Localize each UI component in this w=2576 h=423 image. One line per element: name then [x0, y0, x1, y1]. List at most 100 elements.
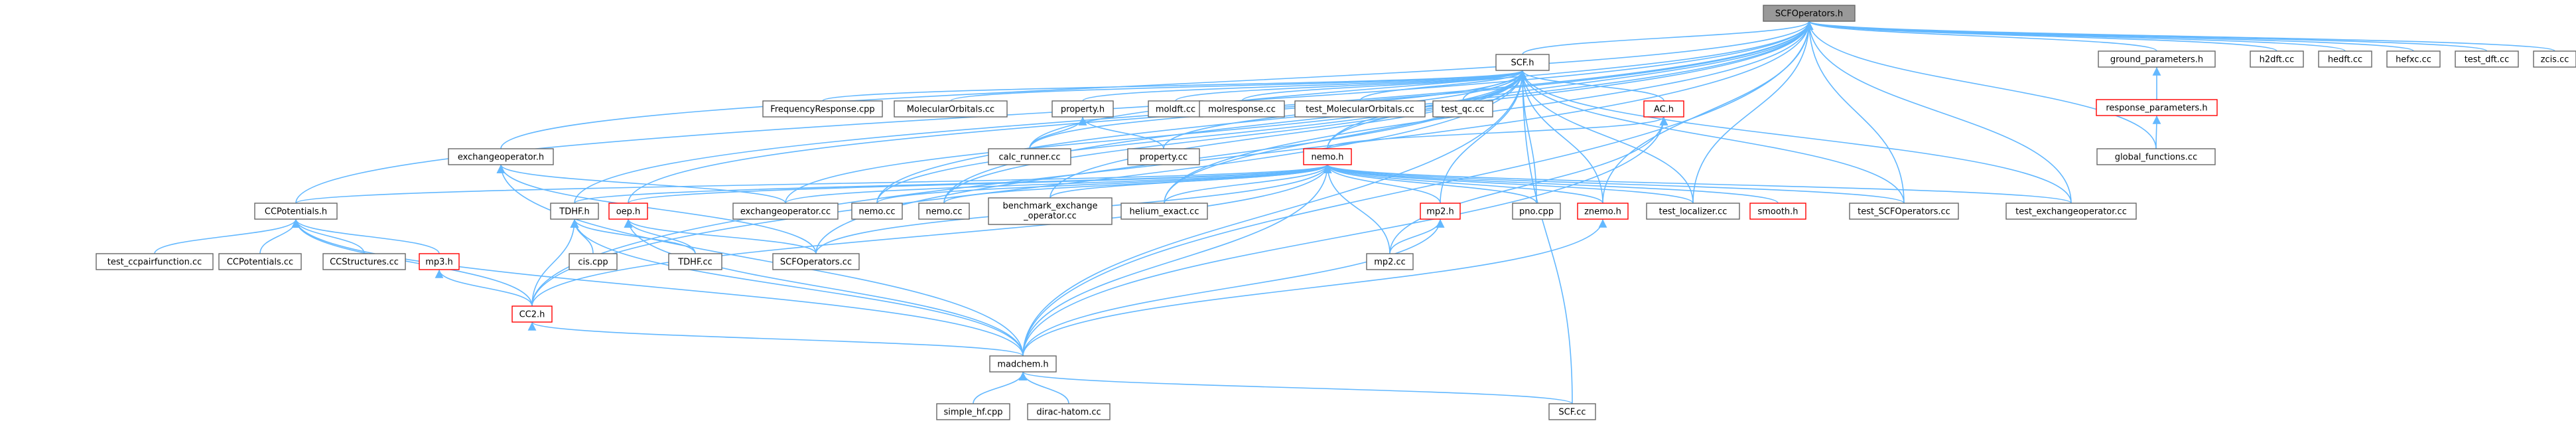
edge-exchangeoperator-h-to-exchangeoperator-cc: [496, 164, 786, 204]
node-smooth-h[interactable]: smooth.h: [1749, 203, 1806, 220]
node-scf-h[interactable]: SCF.h: [1495, 54, 1550, 71]
node-response-parameters-h[interactable]: response_parameters.h: [2096, 99, 2218, 116]
node-madchem-h[interactable]: madchem.h: [989, 355, 1057, 373]
node-moldft-cc[interactable]: moldft.cc: [1148, 100, 1203, 118]
node-box: [732, 203, 839, 220]
edge-scfoperators-h-to-calc-runner-cc: [1029, 21, 1814, 149]
node-calc-runner-cc[interactable]: calc_runner.cc: [988, 148, 1071, 165]
edge-tdhf-h-to-tdhf-cc: [570, 218, 696, 254]
edge-nemo-h-to-znemo-h: [1323, 164, 1603, 204]
node-label: global_functions.cc: [2115, 153, 2197, 163]
node-hefxc-cc[interactable]: hefxc.cc: [2386, 50, 2441, 68]
node-exchangeoperator-h[interactable]: exchangeoperator.h: [448, 148, 554, 165]
node-ground-parameters-h[interactable]: ground_parameters.h: [2098, 50, 2216, 68]
node-scfoperators-h[interactable]: SCFOperators.h: [1763, 5, 1856, 22]
edge-scf-h-to-molresponse-cc: [1241, 70, 1527, 102]
node-box: [988, 148, 1071, 165]
node-box: [96, 253, 214, 270]
node-mp2-cc[interactable]: mp2.cc: [1366, 253, 1414, 270]
node-test-exchangeoperator-cc[interactable]: test_exchangeoperator.cc: [2005, 203, 2137, 220]
node-box: [254, 203, 338, 220]
node-znemo-h[interactable]: znemo.h: [1577, 203, 1629, 220]
edge-scf-h-to-test-molecularorbitals-cc: [1359, 70, 1527, 102]
node-box: [988, 197, 1113, 225]
node-nemo-cc-2[interactable]: nemo.cc: [918, 203, 970, 220]
edge-scfoperators-h-to-hedft-cc: [1805, 21, 2346, 52]
node-label: test_exchangeoperator.cc: [2015, 207, 2127, 217]
node-property-cc[interactable]: property.cc: [1127, 148, 1200, 165]
node-test-dft-cc[interactable]: test_dft.cc: [2455, 50, 2519, 68]
node-nemo-h[interactable]: nemo.h: [1303, 148, 1352, 165]
node-label: test_dft.cc: [2465, 55, 2510, 65]
node-ac-h[interactable]: AC.h: [1643, 100, 1684, 118]
node-box: [936, 403, 1010, 420]
node-label: mp2.h: [1426, 207, 1454, 217]
node-label: molresponse.cc: [1208, 105, 1276, 115]
node-mp3-h[interactable]: mp3.h: [419, 253, 460, 270]
node-helium-exact-cc[interactable]: helium_exact.cc: [1120, 203, 1208, 220]
node-tdhf-h[interactable]: TDHF.h: [550, 203, 599, 220]
node-tdhf-cc[interactable]: TDHF.cc: [668, 253, 722, 270]
node-test-ccpairfunction-cc[interactable]: test_ccpairfunction.cc: [96, 253, 214, 270]
node-box: [1646, 203, 1740, 220]
node-box: [1763, 5, 1856, 22]
node-ccpotentials-h[interactable]: CCPotentials.h: [254, 203, 338, 220]
edge-scf-h-to-test-exchangeoperator-cc: [1518, 70, 2072, 204]
edge-ccpotentials-h-to-mp3-h: [291, 218, 440, 254]
node-box: [1027, 403, 1111, 420]
edge-scfoperators-h-to-global-functions-cc: [1804, 21, 2157, 149]
node-property-h[interactable]: property.h: [1051, 100, 1114, 118]
edge-scf-h-to-moldft-cc: [1175, 70, 1527, 102]
edge-oep-h-to-madchem-h: [624, 218, 1024, 357]
edge-nemo-h-to-exchangeoperator-cc: [785, 164, 1332, 204]
node-label: hedft.cc: [2328, 55, 2362, 65]
node-dirac-hatom-cc[interactable]: dirac-hatom.cc: [1027, 403, 1111, 420]
node-label: nemo.cc: [858, 207, 895, 217]
node-label: pno.cpp: [1519, 207, 1554, 217]
node-ccpotentials-cc[interactable]: CCPotentials.cc: [218, 253, 302, 270]
node-nemo-cc-1[interactable]: nemo.cc: [851, 203, 903, 220]
node-label: test_qc.cc: [1441, 105, 1484, 115]
node-molecularorbitals-cc[interactable]: MolecularOrbitals.cc: [894, 100, 1008, 118]
edge-tdhf-h-to-cc2-h: [531, 218, 579, 307]
node-scfoperators-cc[interactable]: SCFOperators.cc: [772, 253, 860, 270]
node-frequencyresponse-cpp[interactable]: FrequencyResponse.cpp: [762, 100, 883, 118]
edge-property-h-to-property-cc: [1078, 116, 1164, 149]
node-simple-hf-cpp[interactable]: simple_hf.cpp: [936, 403, 1010, 420]
node-test-localizer-cc[interactable]: test_localizer.cc: [1646, 203, 1740, 220]
node-cis-cpp[interactable]: cis.cpp: [569, 253, 618, 270]
edge-scf-h-to-scf-cc: [1518, 70, 1573, 404]
node-oep-h[interactable]: oep.h: [608, 203, 648, 220]
edge-oep-h-to-scfoperators-cc: [624, 218, 817, 254]
node-label: nemo.cc: [925, 207, 962, 217]
edge-scfoperators-h-to-ground-parameters-h: [1804, 21, 2157, 52]
node-ccstructures-cc[interactable]: CCStructures.cc: [322, 253, 406, 270]
node-mp2-h[interactable]: mp2.h: [1420, 203, 1461, 220]
node-box: [2318, 50, 2372, 68]
node-label: response_parameters.h: [2106, 104, 2207, 114]
node-test-qc-cc[interactable]: test_qc.cc: [1432, 100, 1493, 118]
node-box: [1294, 100, 1426, 118]
node-cc2-h[interactable]: CC2.h: [511, 305, 553, 323]
node-scf-cc[interactable]: SCF.cc: [1548, 403, 1596, 420]
node-test-scfoperators-cc[interactable]: test_SCFOperators.cc: [1849, 203, 1959, 220]
node-pno-cpp[interactable]: pno.cpp: [1512, 203, 1561, 220]
node-label: CCPotentials.h: [265, 207, 327, 217]
node-benchmark-exchange[interactable]: benchmark_exchange_operator.cc: [988, 197, 1113, 225]
node-box: [2533, 50, 2576, 68]
edge-scf-h-to-madchem-h: [1022, 70, 1527, 357]
node-label: SCFOperators.cc: [780, 258, 852, 268]
edge-ccpotentials-h-to-ccstructures-cc: [291, 218, 365, 254]
edge-nemo-h-to-smooth-h: [1323, 164, 1779, 204]
node-h2dft-cc[interactable]: h2dft.cc: [2250, 50, 2304, 68]
node-test-molecularorbitals-cc[interactable]: test_MolecularOrbitals.cc: [1294, 100, 1426, 118]
edge-scf-h-to-test-scfoperators-cc: [1518, 70, 1905, 204]
node-hedft-cc[interactable]: hedft.cc: [2318, 50, 2372, 68]
node-molresponse-cc[interactable]: molresponse.cc: [1199, 100, 1285, 118]
edge-nemo-h-to-test-localizer-cc: [1323, 164, 1694, 204]
node-global-functions-cc[interactable]: global_functions.cc: [2096, 148, 2216, 165]
node-exchangeoperator-cc[interactable]: exchangeoperator.cc: [732, 203, 839, 220]
node-box: [2096, 148, 2216, 165]
node-label: test_ccpairfunction.cc: [107, 258, 202, 268]
node-zcis-cc[interactable]: zcis.cc: [2533, 50, 2576, 68]
